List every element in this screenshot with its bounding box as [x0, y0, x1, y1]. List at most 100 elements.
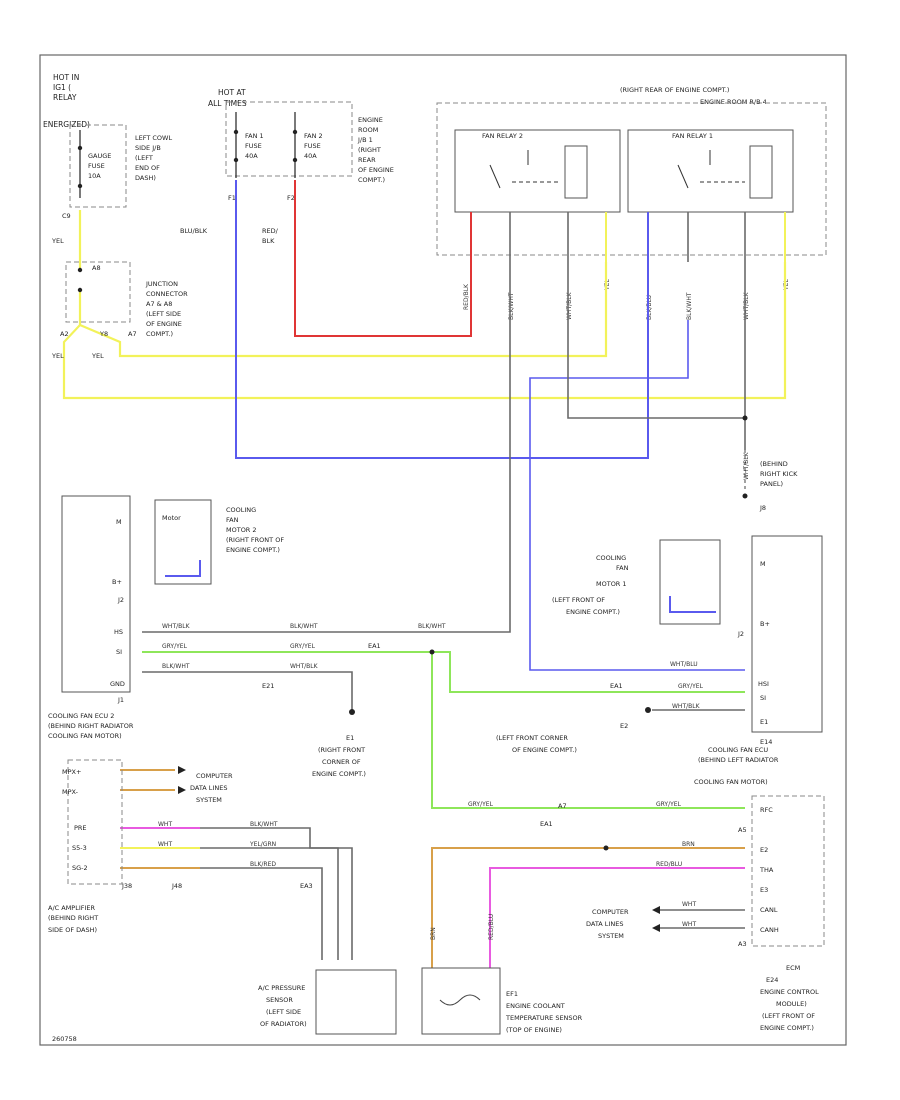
- svg-text:COOLING FAN ECU: COOLING FAN ECU: [708, 746, 768, 754]
- svg-text:BLK/BLU: BLK/BLU: [646, 295, 653, 320]
- svg-text:E24: E24: [766, 976, 778, 984]
- svg-text:LEFT COWL: LEFT COWL: [135, 134, 172, 142]
- svg-text:FUSE: FUSE: [304, 142, 321, 150]
- svg-text:YEL: YEL: [91, 352, 104, 360]
- svg-text:WHT: WHT: [158, 841, 172, 848]
- footer-id: 260758: [52, 1035, 77, 1043]
- svg-text:ENGINE COMPT.): ENGINE COMPT.): [312, 770, 366, 778]
- svg-text:COOLING: COOLING: [596, 554, 626, 562]
- svg-text:SG-2: SG-2: [72, 864, 88, 872]
- svg-text:WHT/BLK: WHT/BLK: [162, 623, 191, 630]
- svg-text:F2: F2: [287, 194, 295, 202]
- wire-green: [142, 651, 745, 809]
- wire-pink: [120, 827, 745, 968]
- svg-text:ENGINE COMPT.): ENGINE COMPT.): [760, 1024, 814, 1032]
- svg-text:C9: C9: [62, 212, 71, 220]
- svg-text:ENGINE ROOM R/B 4: ENGINE ROOM R/B 4: [700, 98, 767, 106]
- svg-text:J48: J48: [171, 882, 182, 890]
- svg-text:S5-3: S5-3: [72, 844, 87, 852]
- svg-text:ECM: ECM: [786, 964, 800, 972]
- svg-text:BRN: BRN: [430, 927, 437, 940]
- svg-text:TEMPERATURE SENSOR: TEMPERATURE SENSOR: [505, 1014, 583, 1022]
- diagram-frame: [39, 54, 847, 1046]
- cooling-fan-ecu-2: M B+ HS SI GND J1 J2 Motor COOLING FAN M…: [48, 495, 446, 778]
- svg-text:A2: A2: [60, 330, 69, 338]
- svg-text:A/C PRESSURE: A/C PRESSURE: [258, 984, 305, 992]
- svg-text:HS: HS: [114, 628, 123, 636]
- svg-text:WHT: WHT: [682, 921, 696, 928]
- svg-text:ENGINE COOLANT: ENGINE COOLANT: [506, 1002, 565, 1010]
- svg-text:COMPUTER: COMPUTER: [592, 908, 629, 916]
- svg-text:40A: 40A: [304, 152, 317, 160]
- svg-text:IG1 (: IG1 (: [53, 83, 71, 92]
- fan-relay-1-label: FAN RELAY 1: [672, 132, 713, 140]
- svg-text:J2: J2: [737, 630, 744, 638]
- svg-text:WHT/BLK: WHT/BLK: [566, 291, 573, 320]
- fan-fuse-block: HOT AT ALL TIMES FAN 1 FUSE 40A FAN 2 FU…: [180, 88, 394, 245]
- svg-text:(BEHIND RIGHT: (BEHIND RIGHT: [48, 914, 98, 922]
- svg-text:CORNER OF: CORNER OF: [322, 758, 361, 766]
- svg-text:RELAY: RELAY: [53, 93, 77, 102]
- svg-text:J1: J1: [117, 696, 124, 704]
- svg-text:ENGINE CONTROL: ENGINE CONTROL: [760, 988, 819, 996]
- ac-amplifier: MPX+ MPX- PRE S5-3 SG-2 J38 J48 EA3 WHT …: [48, 759, 313, 934]
- svg-text:COOLING FAN MOTOR): COOLING FAN MOTOR): [48, 732, 122, 740]
- svg-text:YEL: YEL: [51, 352, 64, 360]
- svg-text:YEL: YEL: [604, 279, 611, 291]
- wire-red: [294, 180, 472, 337]
- svg-text:EA1: EA1: [610, 682, 623, 690]
- svg-text:E1: E1: [346, 734, 354, 742]
- svg-text:ROOM: ROOM: [358, 126, 378, 134]
- ac-pressure-sensor: A/C PRESSURE SENSOR (LEFT SIDE OF RADIAT…: [258, 969, 397, 1035]
- svg-text:EF1: EF1: [506, 990, 518, 998]
- svg-text:MPX-: MPX-: [62, 788, 79, 796]
- svg-text:OF RADIATOR): OF RADIATOR): [260, 1020, 307, 1028]
- svg-text:(LEFT FRONT OF: (LEFT FRONT OF: [552, 596, 605, 604]
- svg-text:(LEFT SIDE: (LEFT SIDE: [146, 310, 181, 318]
- relay-terminals: RED/BLK BLK/WHT WHT/BLK YEL BLK/BLU BLK/…: [463, 212, 790, 320]
- svg-text:FAN 2: FAN 2: [304, 132, 323, 140]
- svg-text:A8: A8: [92, 264, 101, 272]
- svg-text:YEL: YEL: [51, 237, 64, 245]
- svg-text:J2: J2: [117, 596, 124, 604]
- svg-text:E21: E21: [262, 682, 274, 690]
- svg-text:40A: 40A: [245, 152, 258, 160]
- svg-text:HOT AT: HOT AT: [218, 88, 246, 97]
- svg-text:A7: A7: [128, 330, 137, 338]
- svg-text:ENGINE: ENGINE: [358, 116, 383, 124]
- svg-text:RED/BLU: RED/BLU: [656, 861, 682, 868]
- svg-text:BLU/BLK: BLU/BLK: [180, 227, 208, 235]
- svg-text:RED/: RED/: [262, 227, 279, 235]
- svg-text:HOT IN: HOT IN: [53, 73, 79, 82]
- svg-text:COOLING FAN MOTOR): COOLING FAN MOTOR): [694, 778, 768, 786]
- svg-text:GND: GND: [110, 680, 125, 688]
- svg-text:BLK/WHT: BLK/WHT: [418, 623, 446, 630]
- svg-text:(TOP OF ENGINE): (TOP OF ENGINE): [506, 1026, 562, 1034]
- junction-connector: A8 A2 Y8 A7 YEL YEL JUNCTION CONNECTOR A…: [51, 261, 188, 360]
- svg-text:DATA LINES: DATA LINES: [586, 920, 623, 928]
- svg-text:A/C AMPLIFIER: A/C AMPLIFIER: [48, 904, 96, 912]
- svg-text:(LEFT FRONT CORNER: (LEFT FRONT CORNER: [496, 734, 568, 742]
- svg-text:BLK/WHT: BLK/WHT: [162, 663, 190, 670]
- svg-text:(LEFT: (LEFT: [135, 154, 153, 162]
- wire-blue: [235, 180, 745, 671]
- svg-text:MPX+: MPX+: [62, 768, 81, 776]
- svg-text:WHT: WHT: [158, 821, 172, 828]
- svg-text:(BEHIND RIGHT RADIATOR: (BEHIND RIGHT RADIATOR: [48, 722, 134, 730]
- svg-text:ENERGIZED): ENERGIZED): [43, 120, 90, 129]
- svg-text:A7 & A8: A7 & A8: [146, 300, 172, 308]
- svg-text:A5: A5: [738, 826, 747, 834]
- svg-text:RED/BLU: RED/BLU: [488, 914, 495, 940]
- svg-text:GRY/YEL: GRY/YEL: [656, 801, 682, 808]
- svg-text:J8: J8: [759, 504, 766, 512]
- svg-text:E2: E2: [620, 722, 628, 730]
- svg-text:THA: THA: [759, 866, 774, 874]
- svg-text:YEL: YEL: [783, 279, 790, 291]
- svg-text:SI: SI: [116, 648, 122, 656]
- gauge-fuse-block: HOT IN IG1 ( RELAY ENERGIZED) GAUGE FUSE…: [43, 73, 172, 245]
- svg-text:RFC: RFC: [760, 806, 773, 814]
- svg-text:WHT/BLK: WHT/BLK: [743, 291, 750, 320]
- svg-text:(LEFT FRONT OF: (LEFT FRONT OF: [762, 1012, 815, 1020]
- cooling-fan-ecu-1: M B+ HSI SI E1 J2 E14 COOLING FAN MOTOR …: [496, 535, 823, 786]
